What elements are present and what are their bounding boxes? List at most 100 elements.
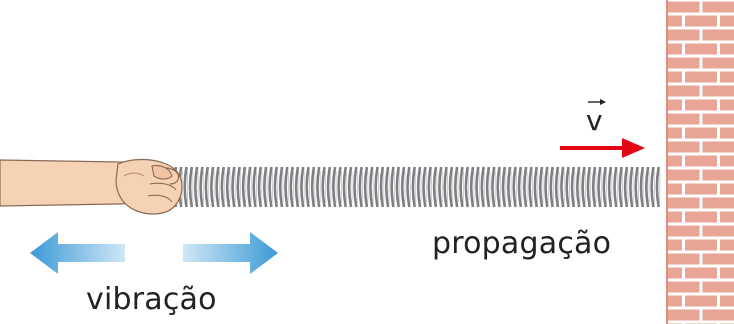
spring-coil: [639, 166, 645, 208]
spring-coil: [607, 166, 613, 208]
spring-coil: [241, 166, 247, 208]
spring-coil: [597, 166, 602, 208]
spring-coil: [432, 166, 438, 208]
spring-coil: [321, 166, 326, 208]
spring-coil: [549, 166, 554, 208]
spring-coil: [575, 166, 581, 208]
spring-coil: [501, 166, 507, 208]
spring-coil: [438, 166, 443, 208]
spring-coil: [427, 166, 432, 208]
spring-coil: [554, 166, 560, 208]
spring-coil: [538, 166, 544, 208]
spring-coil: [565, 166, 570, 208]
spring-coil: [220, 166, 225, 208]
propagation-label: propagação: [432, 226, 612, 261]
spring-coil: [188, 166, 194, 208]
vibration-label: vibração: [86, 282, 217, 317]
spring-coil: [305, 166, 310, 208]
velocity-label: v: [586, 104, 603, 137]
spring-coil: [570, 166, 576, 208]
spring-coil: [618, 166, 623, 208]
spring-coil: [469, 166, 475, 208]
spring-coil: [512, 166, 517, 208]
spring-coil: [581, 166, 586, 208]
spring-coil: [448, 166, 454, 208]
vector-arrow-mark: [588, 99, 606, 105]
spring-coil: [416, 166, 422, 208]
spring-coil: [491, 166, 496, 208]
hand-icon: [0, 158, 183, 215]
spring-coil: [384, 166, 390, 208]
spring-coil: [331, 166, 337, 208]
spring-coil: [326, 166, 332, 208]
spring-coil: [644, 166, 650, 208]
spring-coil: [225, 166, 231, 208]
spring-coil: [613, 166, 618, 208]
spring-coil: [358, 166, 363, 208]
spring-coil: [347, 166, 353, 208]
spring-coil: [204, 166, 209, 208]
spring-coil: [369, 166, 374, 208]
spring-coil: [252, 166, 257, 208]
spring-coil: [236, 166, 241, 208]
spring-coil: [623, 166, 629, 208]
spring-coil: [215, 166, 220, 208]
spring-coil: [533, 166, 538, 208]
spring-coil: [586, 166, 591, 208]
spring-coil: [560, 166, 565, 208]
spring-coil: [390, 166, 395, 208]
spring-coil: [655, 166, 660, 208]
spring-coil: [278, 166, 284, 208]
spring-coil: [209, 166, 215, 208]
spring-coil: [294, 166, 300, 208]
spring-coil: [506, 166, 512, 208]
spring-coil: [193, 166, 199, 208]
spring-coil: [268, 166, 273, 208]
spring-coil: [406, 166, 411, 208]
spring-coil: [443, 166, 448, 208]
spring-coil: [337, 166, 342, 208]
spring-coil: [231, 166, 236, 208]
spring-coil: [183, 166, 188, 208]
spring-coil: [496, 166, 501, 208]
spring-coil: [411, 166, 416, 208]
velocity-arrow-icon: [560, 138, 645, 158]
spring-coil: [517, 166, 523, 208]
spring-coil: [422, 166, 427, 208]
spring-coil: [634, 166, 639, 208]
spring-coil: [273, 166, 278, 208]
spring-coil: [284, 166, 289, 208]
spring-coil: [374, 166, 379, 208]
spring-coil: [300, 166, 305, 208]
spring-coil: [247, 166, 252, 208]
spring-coil: [363, 166, 369, 208]
spring-coil: [475, 166, 480, 208]
spring-coil: [544, 166, 549, 208]
spring-coil: [453, 166, 459, 208]
spring-coil: [480, 166, 485, 208]
spring-coil: [629, 166, 634, 208]
spring-coil: [400, 166, 406, 208]
spring-coil: [316, 166, 321, 208]
vibration-arrow-icon: [30, 232, 278, 274]
spring-coil: [528, 166, 533, 208]
brick-wall-icon: [666, 0, 734, 324]
spring-coil: [342, 166, 347, 208]
spring-coil: [257, 166, 263, 208]
spring-coil: [395, 166, 400, 208]
spring-coil: [310, 166, 316, 208]
spring-coil: [459, 166, 464, 208]
spring-coil: [591, 166, 597, 208]
spring-coil: [353, 166, 358, 208]
spring-coil: [464, 166, 469, 208]
spring: [156, 166, 661, 208]
spring-coil: [522, 166, 528, 208]
spring-coil: [602, 166, 607, 208]
spring-coil: [289, 166, 294, 208]
spring-coil: [485, 166, 491, 208]
spring-coil: [650, 166, 655, 208]
spring-coil: [262, 166, 268, 208]
spring-coil: [199, 166, 204, 208]
spring-coil: [379, 166, 385, 208]
